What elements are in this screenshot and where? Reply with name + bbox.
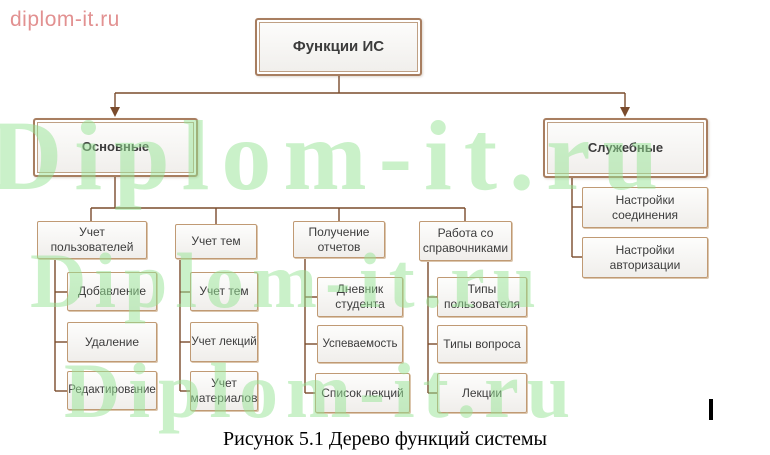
node-dnevnik-studenta: Дневник студента (317, 277, 403, 317)
node-dobavlenie: Добавление (67, 272, 157, 311)
node-uchet-materialov: Учет материалов (190, 371, 258, 411)
site-logo: diplom-it.ru (10, 8, 120, 31)
node-osnovnye: Основные (33, 118, 198, 177)
node-tipy-voprosa: Типы вопроса (437, 325, 527, 363)
figure-caption: Рисунок 5.1 Дерево функций системы (223, 428, 547, 450)
node-lekcii: Лекции (437, 373, 527, 413)
node-poluchenie-otchetov: Получение отчетов (293, 221, 385, 258)
node-uchet-lekcii: Учет лекций (190, 322, 258, 362)
arrow-down-icon (110, 107, 630, 117)
node-spisok-lekcii: Список лекций (315, 373, 410, 413)
node-uchet-tem-child: Учет тем (190, 272, 258, 311)
node-uchet-tem: Учет тем (175, 224, 257, 259)
node-nastroiki-soedineniya: Настройки соединения (582, 187, 708, 228)
node-nastroiki-avtorizacii: Настройки авторизации (582, 237, 708, 278)
node-sluzhebnye: Служебные (543, 118, 708, 178)
node-rabota-so-spravochnikami: Работа со справочниками (419, 221, 512, 261)
node-redaktirovanie: Редактирование (67, 371, 157, 410)
text-cursor (709, 399, 713, 420)
node-udalenie: Удаление (67, 322, 157, 362)
node-uspevaemost: Успеваемость (317, 325, 403, 363)
node-root: Функции ИС (255, 18, 422, 76)
node-uchet-polzovatelei: Учет пользователей (37, 221, 147, 259)
node-tipy-polzovatelya: Типы пользователя (437, 277, 527, 317)
